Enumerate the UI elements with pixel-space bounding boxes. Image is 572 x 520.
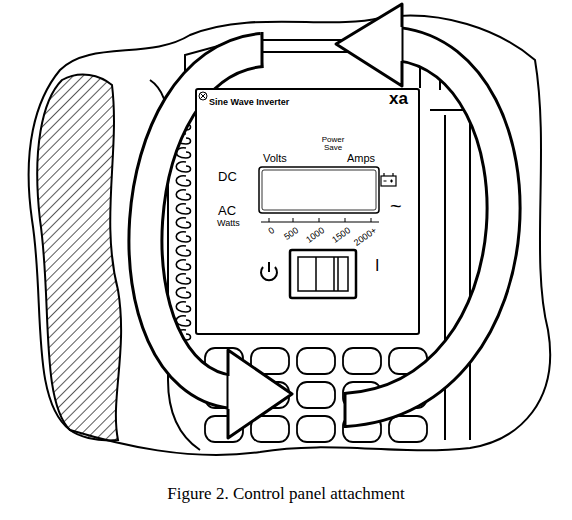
coil-loop: [176, 162, 190, 172]
panel-label: Watts: [217, 219, 240, 228]
scale-bar: [261, 221, 379, 222]
lcd-window: [262, 170, 376, 210]
coil-loop: [176, 218, 190, 228]
switch-rocker: [316, 257, 338, 291]
coil-loop: [176, 246, 190, 256]
vent-slot: [297, 382, 335, 408]
control-panel: Sine Wave Inverter xaVolts Power SaveAmpsD…: [195, 88, 420, 335]
scale-value: 500: [283, 226, 301, 242]
screw: [199, 92, 207, 100]
vent-slot: [343, 348, 381, 374]
scale-value: 1000: [305, 226, 327, 245]
panel-label: Amps: [347, 153, 375, 165]
battery-icon: [384, 173, 394, 183]
panel-label: ~: [390, 196, 402, 217]
lcd-display: [259, 167, 379, 213]
vent-slot: [297, 348, 335, 374]
scale-tick: [371, 218, 372, 222]
hatched-housing: [37, 75, 121, 441]
panel-label: Sine Wave Inverter: [209, 98, 289, 107]
crop-outline: [29, 16, 551, 455]
coil-loop: [176, 274, 190, 284]
screw: [201, 94, 206, 99]
coil-loop: [176, 190, 190, 200]
figure-caption: Figure 2. Control panel attachment: [0, 484, 572, 504]
scale-tick: [293, 218, 294, 222]
scale-tick: [269, 218, 270, 222]
scale-tick: [345, 218, 346, 222]
panel-label: DC: [218, 170, 237, 184]
scale-tick: [319, 218, 320, 222]
panel-label: Volts: [263, 153, 287, 165]
panel-label: xa: [389, 90, 408, 108]
coil-loop: [176, 204, 190, 214]
switch-rocker: [298, 257, 348, 291]
panel-label: I: [375, 258, 379, 275]
coil-loop: [176, 176, 190, 186]
power-icon: [268, 262, 270, 272]
panel-label: AC: [218, 204, 236, 218]
power-switch: [290, 250, 356, 298]
coil-loop: [176, 302, 190, 312]
vent-slot: [389, 416, 427, 442]
coil-loop: [176, 288, 190, 298]
scale-value: 0: [267, 226, 277, 237]
vent-slot: [297, 416, 335, 442]
panel-label: Power Save: [315, 136, 351, 153]
coil-loop: [176, 232, 190, 242]
coil-edge: [176, 120, 190, 340]
coil-loop: [176, 260, 190, 270]
scale-value: 1500: [331, 226, 353, 245]
battery-icon: [381, 176, 396, 186]
scale-value: 2000+: [352, 226, 378, 248]
